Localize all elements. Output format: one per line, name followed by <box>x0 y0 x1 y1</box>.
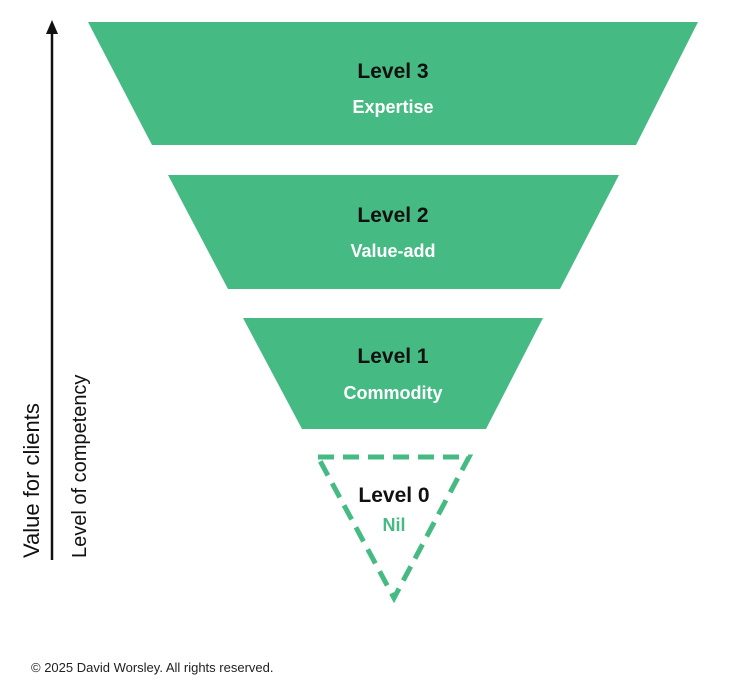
level-1-shape <box>243 318 543 429</box>
level-0-band: Level 0 Nil <box>313 454 474 604</box>
level-2-shape <box>168 175 619 289</box>
level-0-title: Level 0 <box>358 484 429 507</box>
level-2-subtitle: Value-add <box>350 241 435 261</box>
copyright-notice: © 2025 David Worsley. All rights reserve… <box>31 660 274 675</box>
level-1-band: Level 1 Commodity <box>243 318 543 429</box>
level-3-shape <box>88 22 698 145</box>
level-1-subtitle: Commodity <box>344 383 443 403</box>
level-3-band: Level 3 Expertise <box>88 22 698 145</box>
level-3-subtitle: Expertise <box>352 97 433 117</box>
level-1-title: Level 1 <box>357 345 429 368</box>
level-2-band: Level 2 Value-add <box>168 175 619 289</box>
value-axis-arrow <box>46 20 58 560</box>
arrow-head-icon <box>46 20 58 34</box>
axis-label-value-for-clients: Value for clients <box>19 403 44 558</box>
level-0-shape <box>313 454 474 604</box>
axis-label-level-of-competency: Level of competency <box>69 375 91 558</box>
level-0-subtitle: Nil <box>382 515 405 535</box>
level-2-title: Level 2 <box>357 204 428 227</box>
level-3-title: Level 3 <box>357 60 428 83</box>
